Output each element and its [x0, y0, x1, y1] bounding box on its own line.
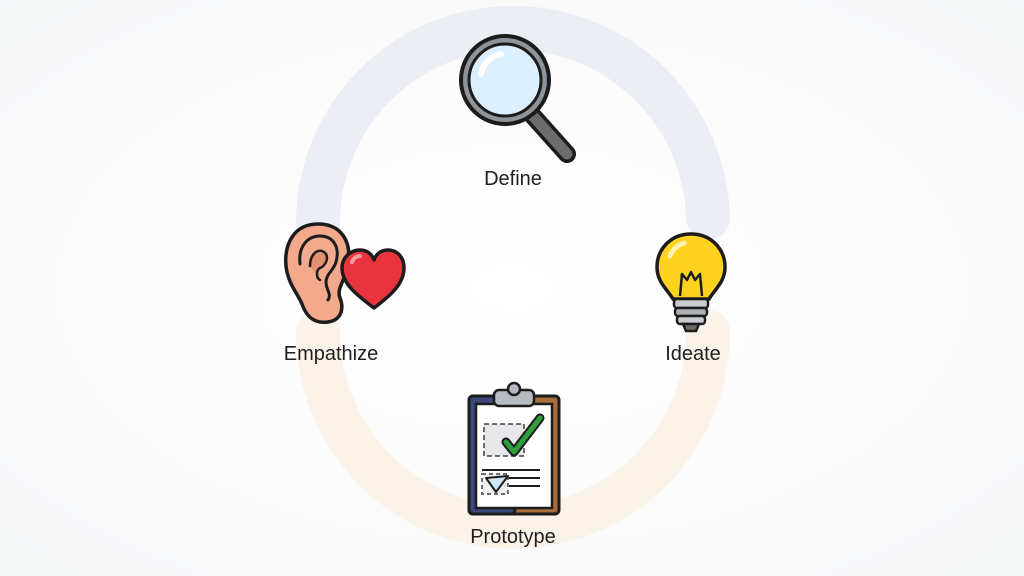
heart-icon: [340, 248, 406, 310]
magnifying-glass-icon: [459, 34, 576, 163]
stage-label-define: Define: [484, 168, 542, 190]
stage-label-prototype: Prototype: [470, 526, 556, 548]
ear-icon: [284, 222, 351, 325]
cycle-ring-top-arc: [295, 5, 730, 250]
clipboard-checklist-icon: [467, 381, 561, 516]
ear-heart-icon: [284, 222, 406, 325]
cycle-ring-bottom-arc: [296, 310, 730, 549]
lightbulb-icon: [655, 232, 727, 333]
stage-label-ideate: Ideate: [665, 343, 721, 365]
stage-label-empathize: Empathize: [283, 343, 379, 365]
